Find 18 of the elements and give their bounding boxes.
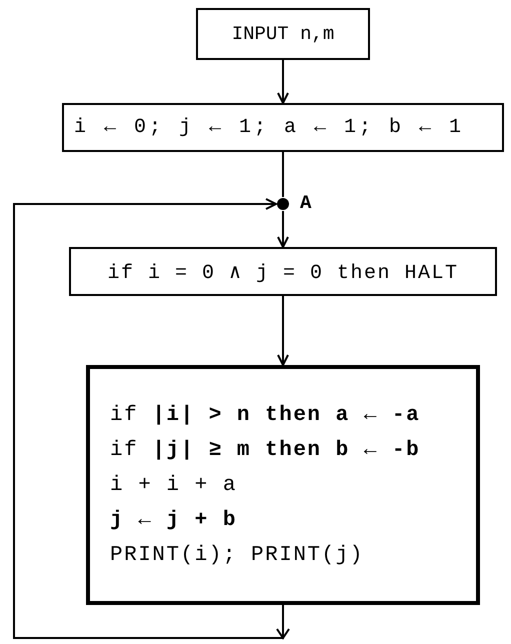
statement-text: i ← 0; j ← 1; a ← 1; b ← 1 (74, 116, 464, 139)
statement-text: INPUT n,m (232, 23, 334, 45)
statement-text: PRINT(i); PRINT(j) (110, 544, 364, 566)
process-box (62, 103, 504, 152)
statement-text: i + i + a (110, 474, 237, 496)
statement-text: if i = 0 ∧ j = 0 then HALT (107, 260, 459, 284)
statement-text: if |j| ≥ m then b ← -b (110, 438, 420, 462)
statement-text: if |i| > n then a ← -a (110, 404, 420, 426)
loop-arrow (13, 198, 290, 640)
process-box (86, 365, 480, 605)
junction-dot (277, 198, 289, 210)
process-box (196, 8, 370, 60)
point-label: A (300, 192, 312, 214)
arrow (277, 60, 289, 104)
process-box (69, 247, 497, 296)
arrow (277, 211, 289, 248)
arrow (277, 296, 289, 366)
statement-text: j ← j + b (110, 508, 237, 532)
